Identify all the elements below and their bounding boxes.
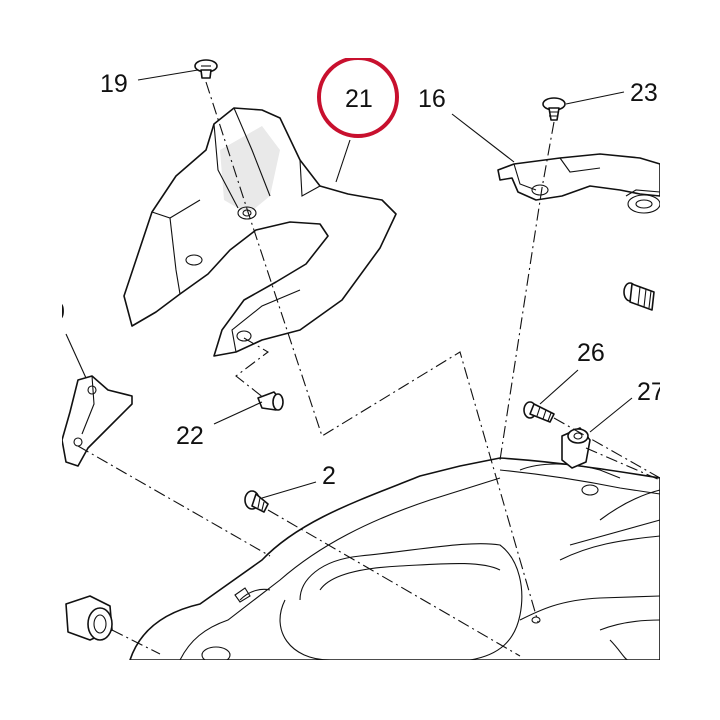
screw-2 (244, 490, 269, 513)
part-20-bracket (61, 375, 133, 467)
bolt-right (623, 282, 655, 311)
callout-19: 19 (100, 70, 128, 98)
leader-26 (539, 369, 579, 405)
rubber-bushing (65, 595, 113, 641)
leader-20 (65, 333, 87, 379)
screw-23 (542, 97, 566, 121)
leader-lines (65, 69, 633, 499)
frame-body (129, 457, 661, 664)
leader-19 (137, 69, 199, 81)
leader-22 (213, 401, 263, 425)
callout-16: 16 (418, 85, 446, 113)
left-margin (0, 58, 62, 660)
screw-19 (194, 59, 218, 79)
leader-2 (261, 481, 317, 499)
bottom-margin (0, 660, 720, 720)
screw-26 (523, 401, 555, 423)
leader-21 (335, 139, 351, 183)
part-21-cover (123, 107, 397, 357)
leader-16 (451, 113, 515, 163)
leader-23 (565, 91, 625, 105)
part-16-bracket (497, 153, 661, 214)
callout-21: 21 (345, 85, 373, 113)
right-margin (660, 58, 720, 720)
screw-22 (257, 391, 284, 411)
callout-23: 23 (630, 79, 658, 107)
callout-2: 2 (322, 462, 336, 490)
grommet-27 (561, 427, 591, 469)
top-margin (0, 0, 720, 58)
leader-27 (589, 397, 633, 433)
callout-22: 22 (176, 422, 204, 450)
assembly-lines (77, 81, 661, 657)
callout-26: 26 (577, 339, 605, 367)
